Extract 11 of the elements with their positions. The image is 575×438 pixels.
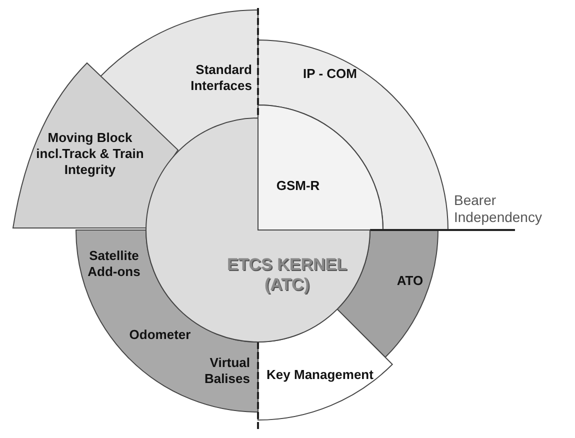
segment-label: Standard Interfaces — [190, 62, 252, 94]
segment-label: ATO — [396, 273, 424, 289]
segment-label: Key Management — [266, 367, 374, 383]
segment-label: Odometer — [128, 327, 192, 343]
segment-label: Satellite Add-ons — [86, 248, 142, 280]
kernel-title: ETCS KERNEL (ATC) — [226, 255, 348, 295]
segment-label: Moving Block incl.Track & Train Integrity — [35, 130, 145, 178]
axis-label: Bearer Independency — [454, 192, 543, 226]
segment-label: GSM-R — [275, 178, 321, 194]
segment-label: Virtual Balises — [203, 355, 250, 387]
segment-label: IP - COM — [302, 66, 358, 82]
